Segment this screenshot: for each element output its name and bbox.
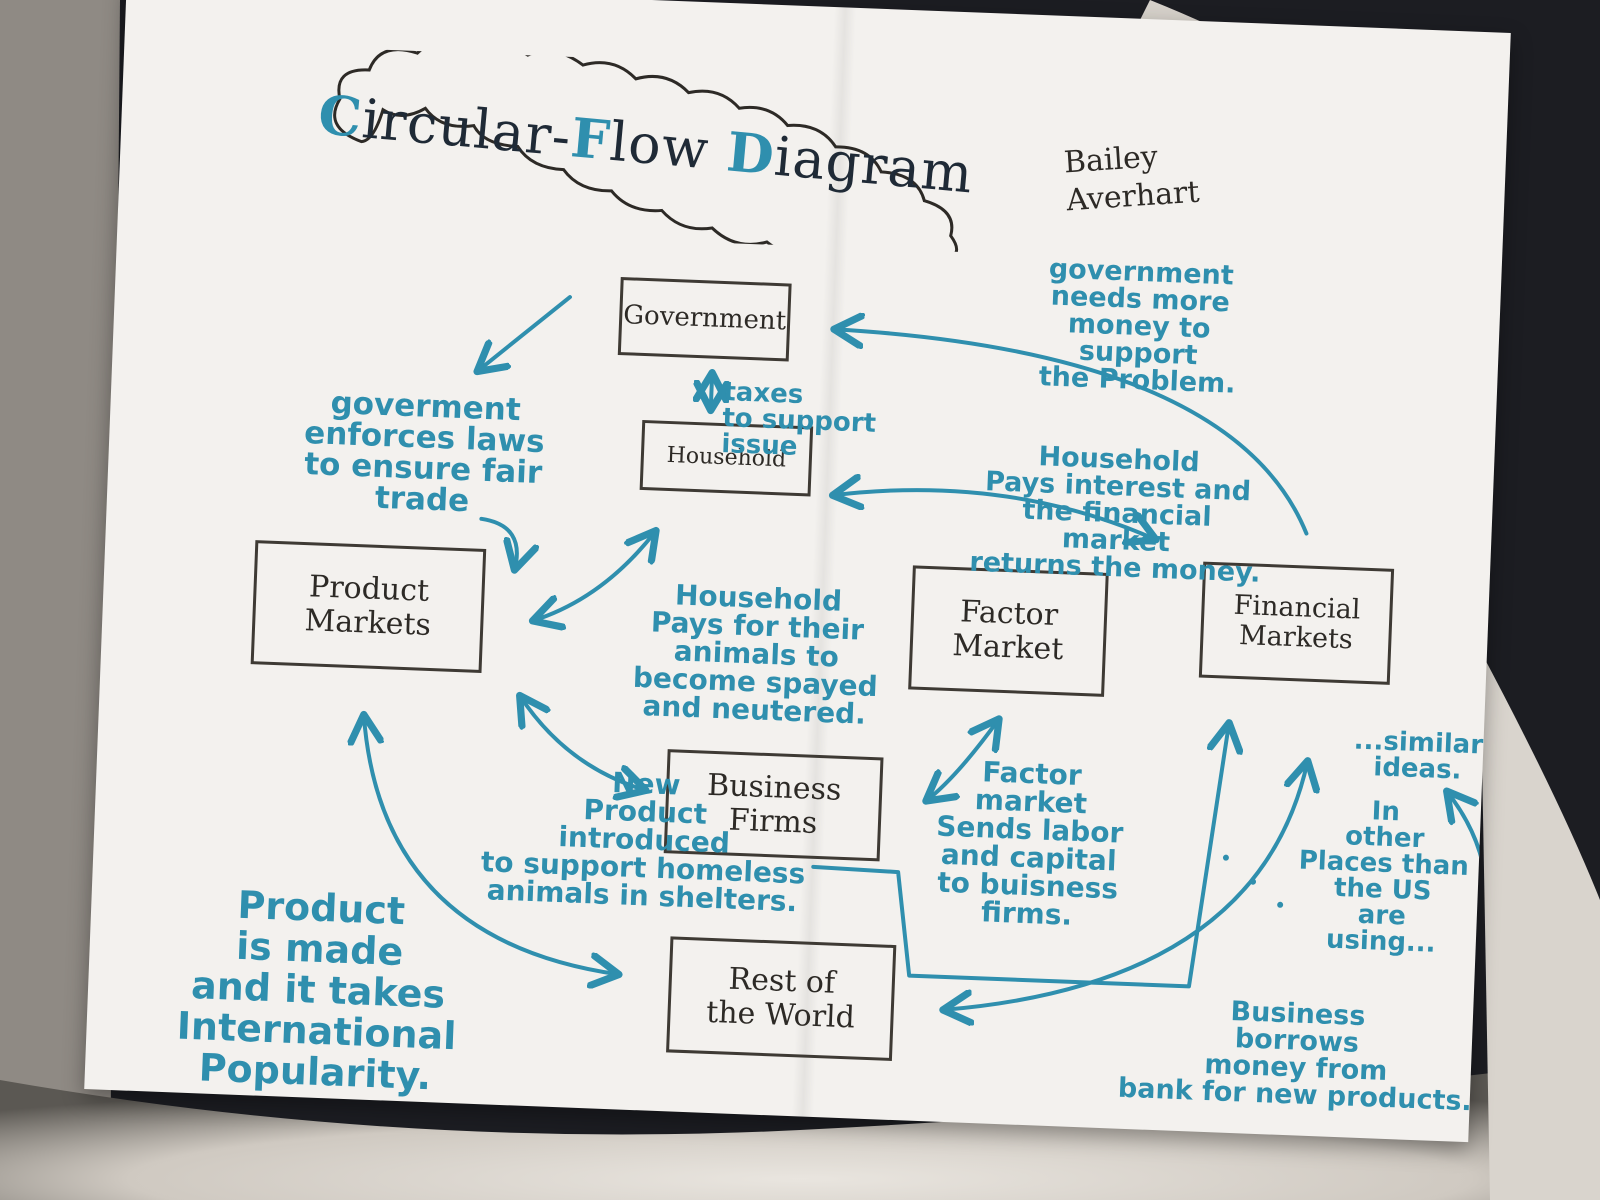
ink-dot bbox=[1222, 854, 1229, 861]
node-rest-of-world: Rest of the World bbox=[666, 936, 897, 1061]
title-cloud: Circular-Flow Diagram bbox=[297, 46, 993, 254]
ink-dot bbox=[1277, 901, 1284, 908]
flow-arrows bbox=[84, 295, 1490, 1142]
note-factor-labor: Factor market Sends labor and capital to… bbox=[935, 755, 1124, 932]
paper-sheet: Circular-Flow Diagram Bailey Averhart Go… bbox=[84, 0, 1511, 1143]
node-government: Government bbox=[617, 277, 792, 362]
node-factor-market: Factor Market bbox=[908, 565, 1109, 697]
note-international: Product is made and it takes Internation… bbox=[176, 882, 458, 1099]
cloud-outline bbox=[333, 46, 959, 254]
title-initial-d: D bbox=[724, 119, 778, 188]
arrow-product-household bbox=[533, 526, 657, 626]
title-initial-f: F bbox=[568, 105, 614, 173]
arrow-financial-to-government bbox=[827, 329, 1309, 536]
note-business-borrows: Business borrows money from bank for new… bbox=[1117, 995, 1473, 1118]
note-government-laws: goverment enforces laws to ensure fair t… bbox=[303, 384, 546, 520]
note-taxes: taxes to support issue bbox=[720, 377, 877, 462]
node-product-markets: Product Markets bbox=[250, 540, 487, 673]
arrow-world-to-financial bbox=[943, 747, 1308, 1023]
note-household-interest: Household Pays interest and the financia… bbox=[968, 441, 1262, 589]
arrow-household-financial bbox=[831, 486, 1157, 539]
note-other-places: In other Places than the US are using... bbox=[1298, 796, 1470, 959]
title-part-2: low bbox=[607, 109, 730, 184]
arrow-laws-to-product bbox=[479, 516, 518, 570]
note-household-pays: Household Pays for their animals to beco… bbox=[632, 578, 879, 731]
title-initial-c: C bbox=[315, 82, 366, 150]
arrow-taxes bbox=[711, 373, 712, 411]
author-name: Bailey Averhart bbox=[1062, 139, 1201, 218]
arrow-product-world bbox=[354, 714, 628, 974]
arrow-government-to-laws bbox=[477, 295, 572, 375]
ink-dot bbox=[1250, 878, 1257, 885]
note-government-money: government needs more money to support t… bbox=[1038, 253, 1237, 400]
note-similar-ideas: ...similar ideas. bbox=[1353, 725, 1484, 786]
